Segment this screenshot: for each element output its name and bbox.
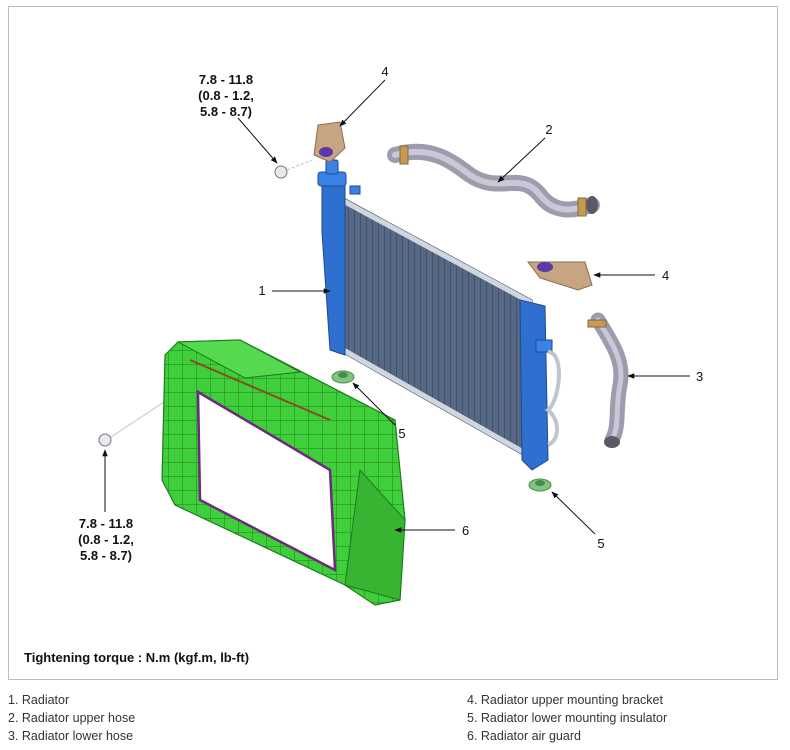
legend-item-5: 5. Radiator lower mounting insulator <box>467 711 668 725</box>
callout-2: 2 <box>545 122 552 137</box>
legend-right: 4. Radiator upper mounting bracket 5. Ra… <box>467 691 667 745</box>
upper-mounting-bracket-right <box>527 261 593 291</box>
bolt-upper <box>274 159 313 179</box>
exploded-view-diagram: 4 2 4 3 1 5 5 6 <box>98 64 703 606</box>
callout-6: 6 <box>462 523 469 538</box>
tightening-torque-note: Tightening torque : N.m (kgf.m, lb-ft) <box>24 650 250 665</box>
callout-4-right: 4 <box>662 268 669 283</box>
radiator-lower-hose <box>587 312 629 448</box>
radiator <box>317 159 561 471</box>
legend-item-3: 3. Radiator lower hose <box>8 729 134 743</box>
callout-3: 3 <box>696 369 703 384</box>
upper-mounting-bracket-top <box>313 121 346 163</box>
radiator-upper-hose <box>387 143 600 218</box>
callout-1: 1 <box>258 283 265 298</box>
torque-lower-line-1: 7.8 - 11.8 <box>78 516 134 531</box>
legend-item-6: 6. Radiator air guard <box>467 729 581 743</box>
radiator-air-guard <box>161 339 406 606</box>
torque-lower-line-2: (0.8 - 1.2, <box>78 532 134 547</box>
legend-item-4: 4. Radiator upper mounting bracket <box>467 693 663 707</box>
torque-upper-line-1: 7.8 - 11.8 <box>198 72 254 87</box>
torque-upper-line-3: 5.8 - 8.7) <box>199 104 253 119</box>
callout-5-right: 5 <box>597 536 604 551</box>
callout-5-left: 5 <box>398 426 405 441</box>
legend-item-2: 2. Radiator upper hose <box>8 711 136 725</box>
lower-mounting-insulator-left <box>331 370 355 384</box>
torque-spec-lower: 7.8 - 11.8 (0.8 - 1.2, 5.8 - 8.7) <box>66 516 146 564</box>
torque-spec-upper: 7.8 - 11.8 (0.8 - 1.2, 5.8 - 8.7) <box>186 72 266 120</box>
torque-lower-line-3: 5.8 - 8.7) <box>79 548 133 563</box>
leader-lines <box>102 79 690 535</box>
lower-mounting-insulator-right <box>528 478 552 492</box>
legend-item-1: 1. Radiator <box>8 693 70 707</box>
callout-4-top: 4 <box>381 64 388 79</box>
legend-left: 1. Radiator 2. Radiator upper hose 3. Ra… <box>8 691 135 745</box>
torque-upper-line-2: (0.8 - 1.2, <box>198 88 254 103</box>
